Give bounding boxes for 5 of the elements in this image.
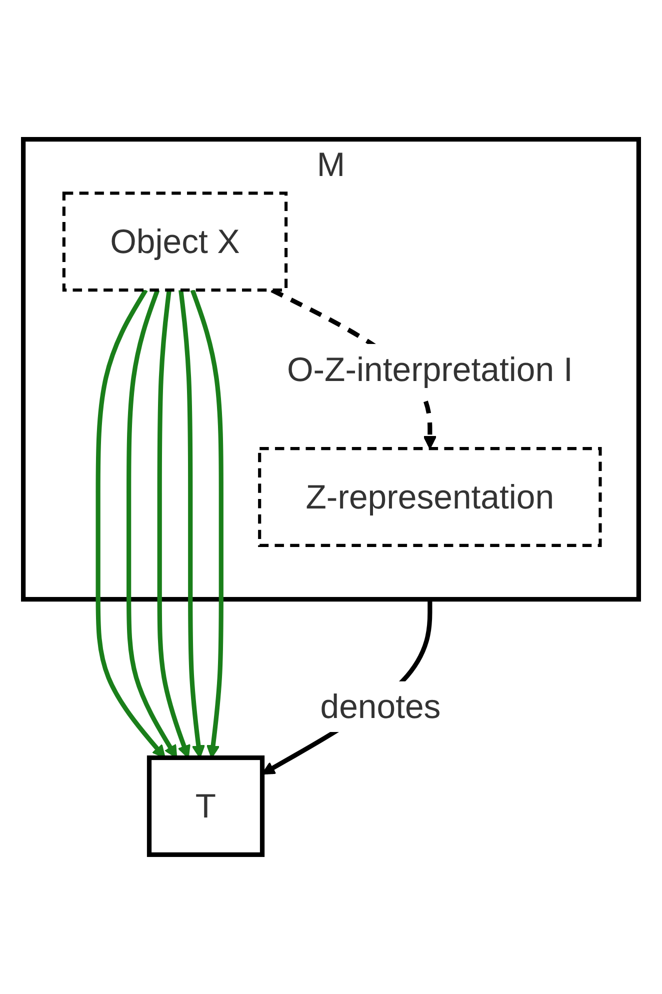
edge-label: O-Z-interpretation I xyxy=(286,350,573,389)
node-box: Object X xyxy=(62,192,288,292)
node-box: T xyxy=(146,755,265,857)
edge-label: denotes xyxy=(320,687,441,726)
node-box: Z-representation xyxy=(258,447,602,547)
